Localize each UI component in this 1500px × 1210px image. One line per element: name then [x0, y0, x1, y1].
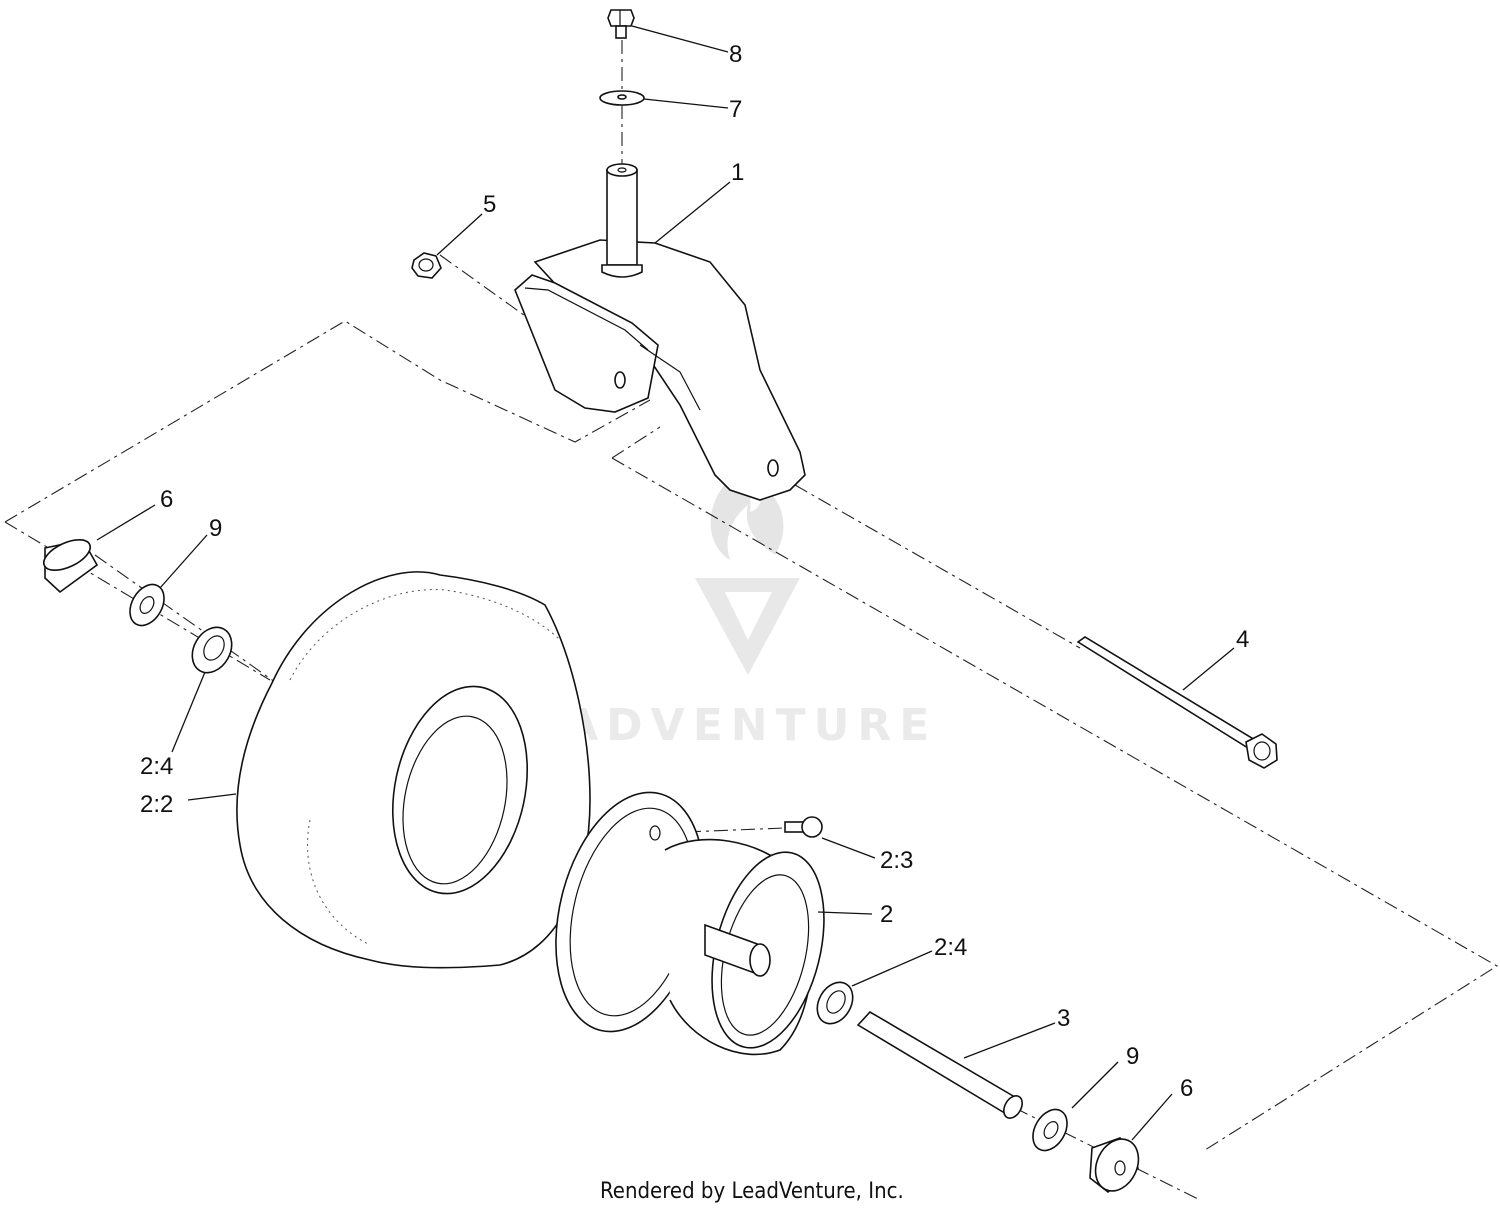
callout-1: 1 [731, 159, 744, 186]
callout-8: 8 [729, 41, 742, 68]
callout-9-left: 9 [209, 515, 222, 542]
leader-lines [96, 25, 1235, 1141]
watermark-v-icon [695, 578, 800, 675]
bolt-part-8 [607, 9, 635, 39]
tire-part-2-2 [236, 571, 591, 969]
bearing-part-2-4-left [191, 626, 233, 674]
spacer-part-6-left [42, 539, 99, 594]
callout-2-3: 2:3 [880, 847, 913, 874]
washer-part-7 [599, 90, 645, 106]
spacer-part-6-right [1089, 1137, 1140, 1194]
spacer-tube-part-3 [856, 1010, 1023, 1119]
callout-6-left: 6 [160, 486, 173, 513]
callout-3: 3 [1057, 1005, 1070, 1032]
bearing-part-2-4-right [816, 981, 854, 1025]
axle-bolt-part-4 [1076, 636, 1278, 769]
valve-stem-part-2-3 [784, 816, 823, 838]
rim-part-2 [555, 791, 825, 1056]
callout-2-2: 2:2 [140, 791, 173, 818]
fork-bracket-part-1 [514, 163, 806, 501]
callout-4: 4 [1236, 626, 1249, 653]
washer-part-9-right [1032, 1108, 1068, 1152]
nut-part-5 [411, 252, 442, 279]
footer-credit: Rendered by LeadVenture, Inc. [600, 1179, 904, 1204]
callout-7: 7 [729, 96, 742, 123]
washer-part-9-left [129, 583, 165, 627]
callout-labels: 8 7 1 5 4 6 9 2:4 2:2 2:3 2 2:4 3 9 6 [140, 41, 1249, 1102]
callout-2: 2 [880, 901, 893, 928]
callout-2-4-right: 2:4 [934, 934, 967, 961]
callout-2-4-left: 2:4 [140, 753, 173, 780]
callout-5: 5 [483, 191, 496, 218]
callout-9-right: 9 [1126, 1043, 1139, 1070]
callout-6-right: 6 [1180, 1075, 1193, 1102]
